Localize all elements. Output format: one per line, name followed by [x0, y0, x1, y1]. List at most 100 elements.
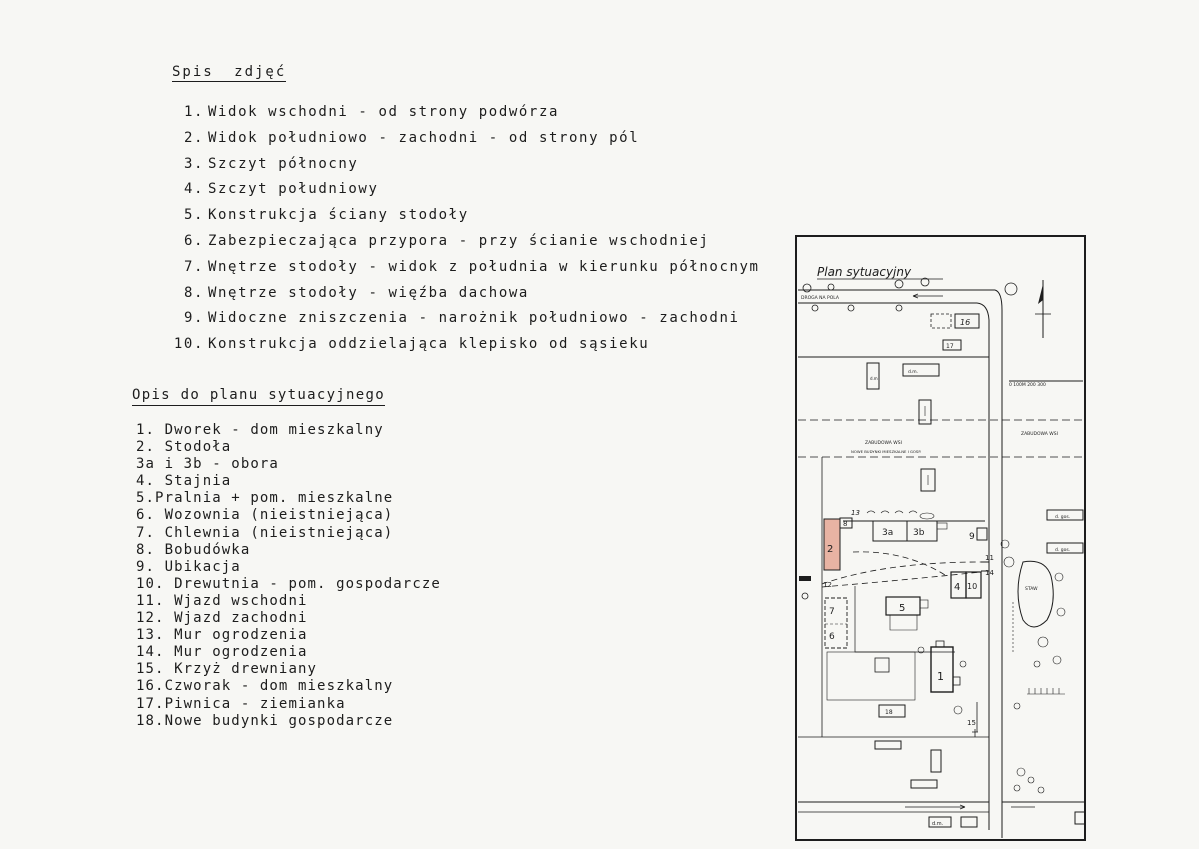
- path-line: [854, 586, 955, 653]
- building-label: 2: [827, 544, 833, 555]
- tree-icon: [1013, 702, 1021, 710]
- building-label: 16: [960, 318, 970, 327]
- gate-12: [799, 576, 811, 581]
- house-dm: [960, 816, 978, 828]
- building-16-dashed: [930, 313, 952, 329]
- list-item: 10.Konstrukcja oddzielająca klepisko od …: [173, 336, 650, 353]
- house-label: d.m: [870, 376, 878, 381]
- building-label: 5: [899, 603, 905, 614]
- list-item: 3a i 3b - obora: [136, 456, 279, 473]
- tree-icon: [802, 283, 812, 293]
- list-item: 15. Krzyż drewniany: [136, 661, 318, 678]
- tree-icon: [1027, 776, 1035, 784]
- list-item: 2.Widok południowo - zachodni - od stron…: [183, 129, 640, 146]
- road-edge: [994, 289, 1003, 838]
- house-label: d. gos.: [1055, 514, 1070, 520]
- list-item: 18.Nowe budynki gospodarcze: [136, 712, 394, 729]
- list-item: 4.Szczyt południowy: [183, 181, 379, 198]
- building-3b: [906, 520, 938, 542]
- building-label: 14: [985, 569, 994, 577]
- road-label: DROGA NA POLA: [801, 295, 840, 301]
- house-dm: [902, 363, 940, 377]
- tree-icon: [920, 277, 930, 287]
- shrub-icon: [919, 512, 935, 520]
- shrub-icon: [953, 705, 963, 715]
- house-dm: [928, 816, 952, 828]
- list-item: 4. Stajnia: [136, 473, 232, 490]
- list-item: 1.Widok wschodni - od strony podwórza: [183, 104, 560, 120]
- arrow-icon: [912, 293, 943, 299]
- building-label: 15: [967, 719, 976, 727]
- list-item: 17.Piwnica - ziemianka: [136, 695, 346, 712]
- tree-icon: [1033, 660, 1041, 668]
- small-house: [874, 740, 902, 750]
- house-dm: [866, 362, 880, 390]
- building-label: 3b: [913, 528, 925, 538]
- shrub-icon: [917, 646, 925, 654]
- tree-icon: [1037, 636, 1049, 648]
- tree-icon: [894, 279, 904, 289]
- annex: [919, 599, 929, 609]
- building-label: 17: [946, 343, 954, 350]
- legend-title: Opis do planu sytuacyjnego: [132, 387, 385, 406]
- list-item: 9. Ubikacja: [136, 558, 241, 575]
- scale-label: 0 100M 200 300: [1009, 382, 1046, 388]
- small-building: [874, 657, 890, 673]
- driveway-dashed: [821, 561, 982, 585]
- village-label: ZABUDOWA WSI: [1021, 431, 1058, 437]
- building-17: [942, 339, 962, 351]
- list-item: 16.Czworak - dom mieszkalny: [136, 678, 394, 695]
- tree-icon: [1052, 655, 1062, 665]
- building-label: 10: [967, 582, 977, 591]
- hedge-icon: [866, 510, 918, 514]
- building-label: 18: [885, 709, 893, 716]
- site-plan-drawing: Plan sytuacyjny DROGA NA POLA 0 100M 200…: [795, 235, 1086, 841]
- building-label: 6: [829, 632, 835, 642]
- tree-icon: [1004, 282, 1018, 296]
- list-item: 8.Wnętrze stodoły - więźba dachowa: [183, 284, 529, 301]
- tree-icon: [1013, 784, 1021, 792]
- porch: [935, 640, 945, 648]
- pond-label: STAW: [1025, 586, 1038, 592]
- tree-icon: [1037, 786, 1045, 794]
- garden-plot: [826, 651, 916, 701]
- building-16: [954, 313, 980, 329]
- list-item: 10. Drewutnia - pom. gospodarcze: [136, 575, 441, 592]
- tree-icon: [1003, 556, 1015, 568]
- plan-frame: [795, 235, 1086, 841]
- list-item: 7.Wnętrze stodoły - widok z południa w k…: [183, 258, 760, 275]
- plan-title: Plan sytuacyjny: [817, 265, 912, 279]
- tree-icon: [1054, 572, 1064, 582]
- driveway-dashed: [821, 571, 982, 588]
- list-item: 12. Wjazd zachodni: [136, 610, 308, 627]
- new-buildings-label: NOWE BUDYNKI MIESZKALNE I GOSP.: [851, 449, 921, 454]
- list-item: 5.Pralnia + pom. mieszkalne: [136, 490, 394, 507]
- outbuilding: [920, 468, 936, 492]
- arrow-icon: [905, 804, 966, 810]
- tree-icon: [1000, 539, 1010, 549]
- list-item: 2. Stodoła: [136, 439, 232, 456]
- building-label: 9: [969, 532, 975, 542]
- tree-icon: [811, 304, 819, 312]
- driveway-dashed: [852, 551, 946, 576]
- building-2-barn: [823, 518, 841, 571]
- village-label: ZABUDOWA WSI: [865, 440, 902, 446]
- road-edge: [976, 302, 990, 830]
- small-house: [930, 749, 942, 773]
- pond: [1017, 560, 1054, 628]
- tree-icon: [827, 283, 835, 291]
- list-item: 6. Wozownia (nieistniejąca): [136, 507, 394, 524]
- house-label: d.m.: [932, 821, 944, 827]
- house-label: d.m.: [908, 369, 918, 375]
- porch: [952, 676, 961, 686]
- tree-icon: [895, 304, 903, 312]
- house-label: d. gos.: [1055, 547, 1070, 553]
- list-item: 14. Mur ogrodzenia: [136, 644, 308, 661]
- shrub-icon: [959, 660, 967, 668]
- house-gosp: [1046, 509, 1084, 521]
- tree-icon: [847, 304, 855, 312]
- list-item: 7. Chlewnia (nieistniejąca): [136, 524, 394, 541]
- list-item: 1. Dworek - dom mieszkalny: [136, 422, 384, 438]
- tree-icon: [801, 592, 809, 600]
